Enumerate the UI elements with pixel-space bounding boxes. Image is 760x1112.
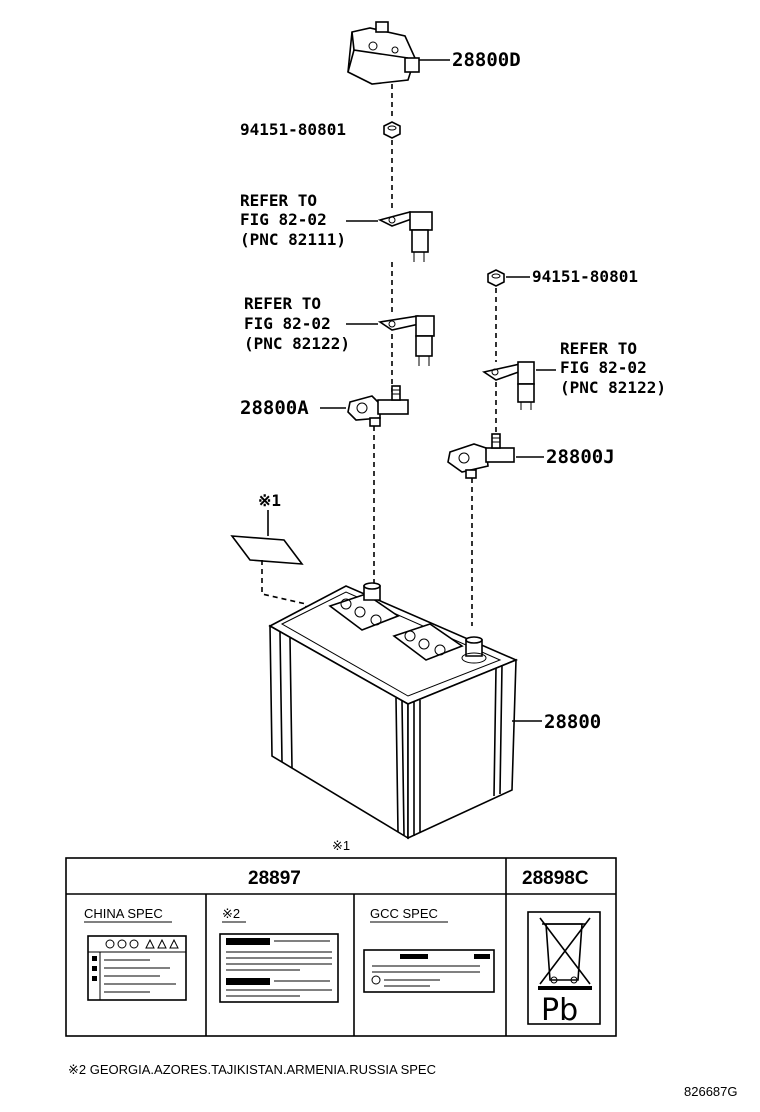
label-sticker	[230, 535, 304, 565]
label-mark-callout: ※1	[258, 491, 281, 510]
battery-callout: 28800	[544, 711, 601, 733]
terminal-cover-callout: 28800D	[452, 49, 521, 71]
refer-right-line3: (PNC 82122)	[560, 378, 666, 397]
refer-mid-line3: (PNC 82122)	[244, 334, 350, 353]
cell-title-note2: ※2	[222, 906, 240, 921]
footnote-text: ※2 GEORGIA.AZORES.TAJIKISTAN.ARMENIA.RUS…	[68, 1062, 436, 1077]
table-reference-mark: ※1	[332, 838, 350, 853]
terminal-cover-part	[347, 21, 420, 85]
figure-id: 826687G	[684, 1084, 738, 1099]
table-header-left: 28897	[248, 868, 301, 889]
refer-upper-line2: FIG 82-02	[240, 210, 327, 229]
refer-mid-line2: FIG 82-02	[244, 314, 331, 333]
negative-clamp-callout: 28800J	[546, 446, 615, 468]
pb-recycle-label-thumbnail	[527, 911, 601, 1025]
positive-clamp-part	[347, 385, 409, 427]
nut-right-part	[487, 269, 505, 287]
table-header-right: 28898C	[522, 868, 589, 889]
cell-title-china: CHINA SPEC	[84, 906, 163, 921]
cable-lug-upper	[377, 211, 433, 262]
nut-right-callout: 94151-80801	[532, 267, 638, 286]
cell-title-gcc: GCC SPEC	[370, 906, 438, 921]
label-table	[65, 857, 617, 1037]
positive-clamp-callout: 28800A	[240, 397, 309, 419]
refer-right-line2: FIG 82-02	[560, 358, 647, 377]
refer-upper-line3: (PNC 82111)	[240, 230, 346, 249]
battery-part	[268, 582, 519, 840]
refer-upper-line1: REFER TO	[240, 191, 317, 210]
note2-label-thumbnail	[219, 933, 339, 1003]
nut-upper-callout: 94151-80801	[240, 120, 346, 139]
gcc-label-thumbnail	[363, 949, 495, 993]
negative-clamp-part	[447, 433, 515, 479]
nut-upper-part	[383, 121, 401, 139]
china-spec-label-thumbnail	[87, 935, 187, 1001]
refer-mid-line1: REFER TO	[244, 294, 321, 313]
cable-lug-middle	[377, 315, 435, 366]
cable-lug-right	[481, 361, 535, 410]
pb-text: Pb	[541, 993, 578, 1028]
refer-right-line1: REFER TO	[560, 339, 637, 358]
